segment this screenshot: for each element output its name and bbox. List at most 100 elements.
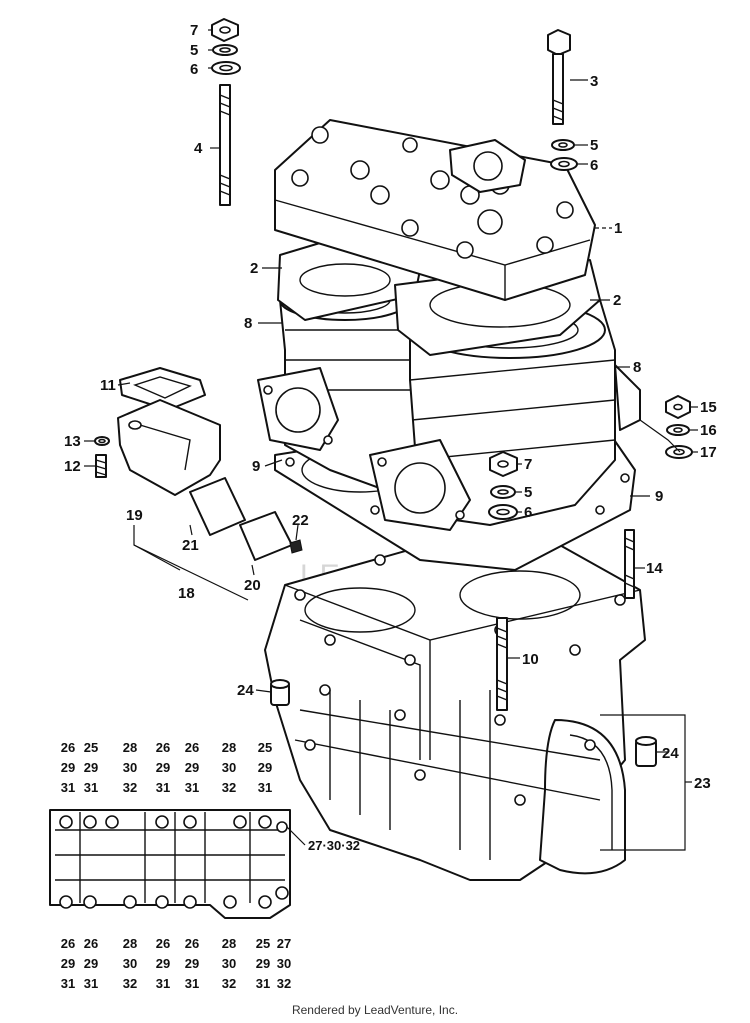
- bottom-bolt-label-6-1: 29: [256, 956, 270, 971]
- callout-23: 23: [694, 775, 711, 792]
- bolt-hole-top-3: [155, 815, 169, 829]
- callout-1: 1: [614, 220, 622, 237]
- lockwasher-5-mid: [490, 485, 516, 499]
- bottom-bolt-label-1-0: 26: [84, 936, 98, 951]
- bolt-hole-bottom-3: [155, 895, 169, 909]
- callout-15: 15: [700, 399, 717, 416]
- stud-4: [219, 84, 231, 206]
- bolt-hole-bottom-1: [83, 895, 97, 909]
- top-bolt-label-1-0: 25: [84, 740, 98, 755]
- bottom-bolt-label-1-2: 31: [84, 976, 98, 991]
- callout-2: 2: [250, 260, 258, 277]
- callout-7: 7: [524, 456, 532, 473]
- washer-17: [665, 445, 693, 459]
- bolt-hole-top-4: [183, 815, 197, 829]
- top-bolt-label-2-1: 30: [123, 760, 137, 775]
- callout-22: 22: [292, 512, 309, 529]
- bottom-bolt-label-3-2: 31: [156, 976, 170, 991]
- bolt-pattern-inset: 27·30·32 26 29 31 25 29 31 28 30 32 26 29 31 26 29 31 2…: [49, 740, 360, 991]
- top-bolt-label-5-2: 32: [222, 780, 236, 795]
- bottom-bolt-label-5-2: 32: [222, 976, 236, 991]
- top-bolt-label-4-1: 29: [185, 760, 199, 775]
- bolt-hole-side: [276, 821, 288, 833]
- bottom-bolt-label-4-0: 26: [185, 936, 199, 951]
- callout-20: 20: [244, 577, 261, 594]
- bottom-bolt-label-3-1: 29: [156, 956, 170, 971]
- bottom-bolt-label-4-1: 29: [185, 956, 199, 971]
- top-bolt-label-2-2: 32: [123, 780, 137, 795]
- bottom-bolt-label-3-0: 26: [156, 936, 170, 951]
- reed-block-19: [117, 399, 221, 496]
- bolt-hole-bottom-7: [275, 886, 289, 900]
- bolt-12: [95, 454, 107, 478]
- callout-3: 3: [590, 73, 598, 90]
- lockwasher-16: [666, 424, 690, 436]
- callout-24: 24: [237, 682, 254, 699]
- lockwasher-5-right: [551, 139, 575, 151]
- callout-5: 5: [524, 484, 532, 501]
- nut-7-top: [211, 18, 239, 42]
- lockwasher-5-top: [212, 44, 238, 56]
- callout-8: 8: [633, 359, 641, 376]
- callout-11: 11: [100, 377, 116, 394]
- top-bolt-label-6-2: 31: [258, 780, 272, 795]
- callout-6: 6: [190, 61, 198, 78]
- callout-6: 6: [524, 504, 532, 521]
- stud-10: [496, 617, 508, 711]
- reed-petal-21: [189, 477, 246, 536]
- top-bolt-label-0-1: 29: [61, 760, 75, 775]
- callout-5: 5: [590, 137, 598, 154]
- bolt-hole-bottom-5: [223, 895, 237, 909]
- bottom-bolt-label-2-0: 28: [123, 936, 137, 951]
- crankcase: [264, 519, 646, 881]
- washer-6-right: [550, 157, 578, 171]
- washer-6-mid: [488, 504, 518, 520]
- callout-8: 8: [244, 315, 252, 332]
- callout-13: 13: [64, 433, 81, 450]
- dowel-24-right: [635, 736, 657, 767]
- bolt-hole-top-5: [233, 815, 247, 829]
- bolt-hole-bottom-6: [258, 895, 272, 909]
- top-bolt-label-4-0: 26: [185, 740, 199, 755]
- top-bolt-label-5-0: 28: [222, 740, 236, 755]
- bottom-bolt-label-1-1: 29: [84, 956, 98, 971]
- reed-stop-20: [239, 511, 293, 561]
- callout-19: 19: [126, 507, 143, 524]
- nut-15: [665, 395, 691, 419]
- callout-12: 12: [64, 458, 81, 475]
- callout-9: 9: [655, 488, 663, 505]
- bottom-bolt-label-5-1: 30: [222, 956, 236, 971]
- top-bolt-label-3-1: 29: [156, 760, 170, 775]
- top-bolt-label-6-1: 29: [258, 760, 272, 775]
- top-bolt-label-1-2: 31: [84, 780, 98, 795]
- callout-21: 21: [182, 537, 199, 554]
- bottom-bolt-label-5-0: 28: [222, 936, 236, 951]
- washer-13: [94, 436, 110, 446]
- bolt-pattern-side-label: 27·30·32: [308, 838, 360, 853]
- top-bolt-label-3-2: 31: [156, 780, 170, 795]
- callout-9: 9: [252, 458, 260, 475]
- callout-24: 24: [662, 745, 679, 762]
- footer-credit: Rendered by LeadVenture, Inc.: [291, 1003, 459, 1017]
- callout-5: 5: [190, 42, 198, 59]
- top-bolt-label-3-0: 26: [156, 740, 170, 755]
- top-bolt-label-4-2: 31: [185, 780, 199, 795]
- top-bolt-label-0-0: 26: [61, 740, 75, 755]
- top-bolt-label-0-2: 31: [61, 780, 75, 795]
- washer-6-top: [211, 61, 241, 75]
- reed-gasket-11: [119, 367, 206, 411]
- callout-labels: 7 5 6 4 3 5 6 1 2 2 8 8 11 15 16 17 13 1…: [64, 22, 717, 792]
- bolt-hole-top-2: [105, 815, 119, 829]
- bottom-bolt-label-4-2: 31: [185, 976, 199, 991]
- top-bolt-holes: [59, 815, 272, 829]
- bottom-bolt-label-7-1: 30: [277, 956, 291, 971]
- bolt-3: [547, 29, 571, 125]
- bottom-bolt-label-0-0: 26: [61, 936, 75, 951]
- stud-14: [624, 529, 635, 599]
- bolt-hole-bottom-0: [59, 895, 73, 909]
- dowel-24-left: [270, 679, 290, 706]
- screw-22: [289, 539, 303, 554]
- callout-6: 6: [590, 157, 598, 174]
- bottom-bolt-label-0-2: 31: [61, 976, 75, 991]
